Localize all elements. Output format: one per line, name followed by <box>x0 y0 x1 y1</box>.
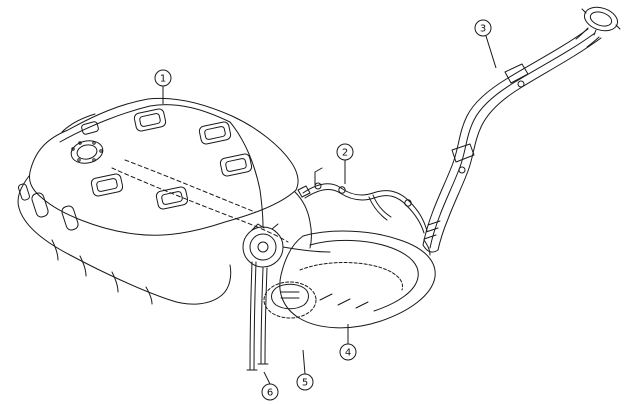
callout-2[interactable]: 2 <box>336 143 354 184</box>
fuel-tubes-drawing <box>246 261 269 371</box>
fuel-tank-drawing <box>17 97 312 305</box>
callout-1-label: 1 <box>160 74 166 85</box>
callout-1[interactable]: 1 <box>154 69 172 104</box>
fuel-pump-module-drawing <box>242 223 317 319</box>
callout-6[interactable]: 6 <box>261 371 279 401</box>
callouts: 1 2 3 4 5 6 <box>154 19 497 401</box>
callout-2-label: 2 <box>342 148 348 159</box>
callout-5-label: 5 <box>302 378 308 389</box>
fuel-hose-assembly-drawing <box>282 167 431 256</box>
callout-4[interactable]: 4 <box>339 324 357 361</box>
callout-3[interactable]: 3 <box>474 19 497 69</box>
protector-shield-drawing <box>279 230 436 329</box>
filler-neck-pipe-drawing <box>422 6 621 253</box>
callout-4-label: 4 <box>345 348 351 359</box>
callout-5[interactable]: 5 <box>296 349 314 391</box>
callout-6-label: 6 <box>267 388 273 399</box>
callout-3-label: 3 <box>480 24 486 35</box>
